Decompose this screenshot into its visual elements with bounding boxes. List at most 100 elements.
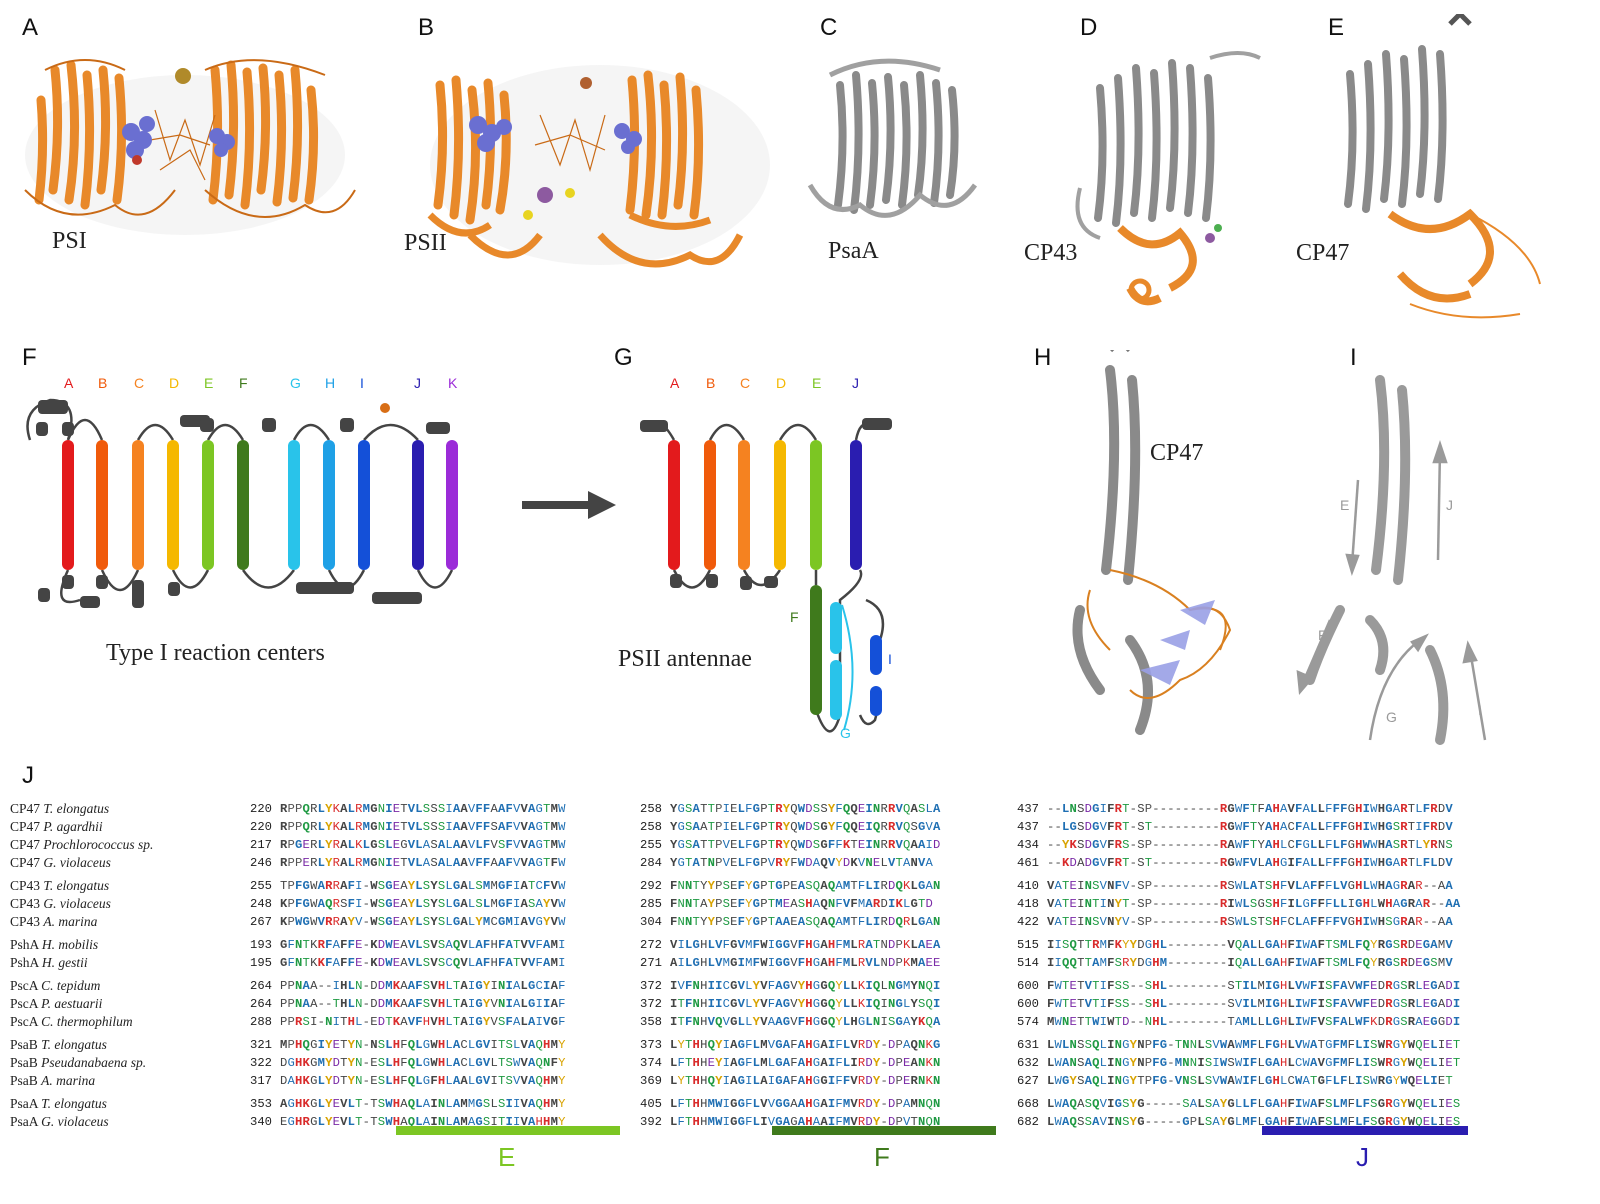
alignment-block-3: 437--LNSDGIFRT-SP---------RGWFTFAHAVFALL… <box>1005 800 1460 1131</box>
tm-helix-label-B: B <box>98 375 107 391</box>
antennae-helix-g-lower <box>830 660 842 720</box>
antennae-tm-label-A: A <box>670 375 680 391</box>
species-name-row: PsaA G. violaceus <box>10 1114 109 1129</box>
panel-label-d: D <box>1080 14 1098 41</box>
psii-antennae-caption: PSII antennae <box>618 646 752 672</box>
psi-caption: PSI <box>52 228 87 254</box>
species-name-row: CP47 T. elongatus <box>10 801 110 816</box>
amphipathic-helix-2 <box>62 422 74 436</box>
species-name-row: PscA C. thermophilum <box>10 1014 133 1029</box>
helix-bar-label-f: F <box>874 1142 890 1172</box>
antennae-tm-helix-B <box>704 440 716 570</box>
tm-helix-label-E: E <box>204 375 213 391</box>
tm-helix-A <box>62 440 74 570</box>
species-name-row: CP47 G. violaceus <box>10 855 111 870</box>
species-name-row: PsaB T. elongatus <box>10 1037 107 1052</box>
panel-label-b: B <box>418 14 435 41</box>
amphipathic-helix-7 <box>132 580 144 608</box>
amphipathic-helix-15 <box>426 422 450 434</box>
tm-helix-D <box>167 440 179 570</box>
amphipathic-helix-13 <box>340 418 354 432</box>
cp47-cartoon-h <box>1072 350 1232 735</box>
antennae-tm-label-D: D <box>776 375 786 391</box>
panel-label-c: C <box>820 14 838 41</box>
tm-helix-label-G: G <box>290 375 301 391</box>
species-name-row: PsaA T. elongatus <box>10 1096 107 1111</box>
alignment-row: 461--KDADGVFRT-ST---------RGWFVLAHGIFALL… <box>1017 856 1453 870</box>
antennae-amphipathic-2 <box>706 574 718 588</box>
arrow-label-g: G <box>1386 709 1397 725</box>
arrow-label-f: F <box>1318 627 1327 643</box>
species-name-row: PscA C. tepidum <box>10 978 101 993</box>
cp47-structure <box>1344 14 1541 319</box>
amphipathic-helix-0 <box>38 400 68 414</box>
tm-helix-label-D: D <box>169 375 179 391</box>
cp47-cartoon-i: E J F G I <box>1296 375 1487 745</box>
psii-structure <box>427 65 770 268</box>
antennae-helix-i-upper <box>870 635 882 675</box>
psaa-structure <box>807 58 978 218</box>
antennae-tm-helix-A <box>668 440 680 570</box>
amphipathic-helix-12 <box>296 582 354 594</box>
antennae-amphipathic-0 <box>640 420 668 432</box>
tm-helix-K <box>446 440 458 570</box>
antennae-helix-f <box>810 585 822 715</box>
cp47-caption: CP47 <box>1296 240 1350 266</box>
species-name-row: CP43 T. elongatus <box>10 878 110 893</box>
tm-helix-label-F: F <box>239 375 248 391</box>
antennae-tm-label-C: C <box>740 375 750 391</box>
helix-bar-j <box>1262 1126 1468 1135</box>
cp47-caption-h: CP47 <box>1150 440 1204 466</box>
alignment-row: 434--YKSDGVFRS-SP---------RAWFTYAHLCFGLL… <box>1017 838 1453 852</box>
panel-label-e: E <box>1328 14 1345 41</box>
amphipathic-helix-11 <box>262 418 276 432</box>
alignment-row: 437--LGSDGVFRT-ST---------RGWFTYAHACFALL… <box>1017 820 1453 834</box>
antennae-amphipathic-5 <box>862 418 892 430</box>
antennae-tm-label-E: E <box>812 375 821 391</box>
antennae-tm-helix-E <box>810 440 822 570</box>
species-name-row: CP43 G. violaceus <box>10 896 111 911</box>
antennae-tm-label-B: B <box>706 375 715 391</box>
type1-loops <box>26 398 454 604</box>
helix-bar-label-j: J <box>1356 1142 1369 1172</box>
helix-bar-label-e: E <box>498 1142 516 1172</box>
antennae-tm-helix-D <box>774 440 786 570</box>
antennae-amphipathic-1 <box>670 574 682 588</box>
species-name-row: PsaB Pseudanabaena sp. <box>10 1055 147 1070</box>
antennae-amphipathic-4 <box>764 576 778 588</box>
tm-helix-label-I: I <box>360 375 364 391</box>
alignment-row: 437--LNSDGIFRT-SP---------RGWFTFAHAVFALL… <box>1017 802 1453 816</box>
cp43-caption: CP43 <box>1024 240 1078 266</box>
amphipathic-helix-6 <box>96 575 108 589</box>
